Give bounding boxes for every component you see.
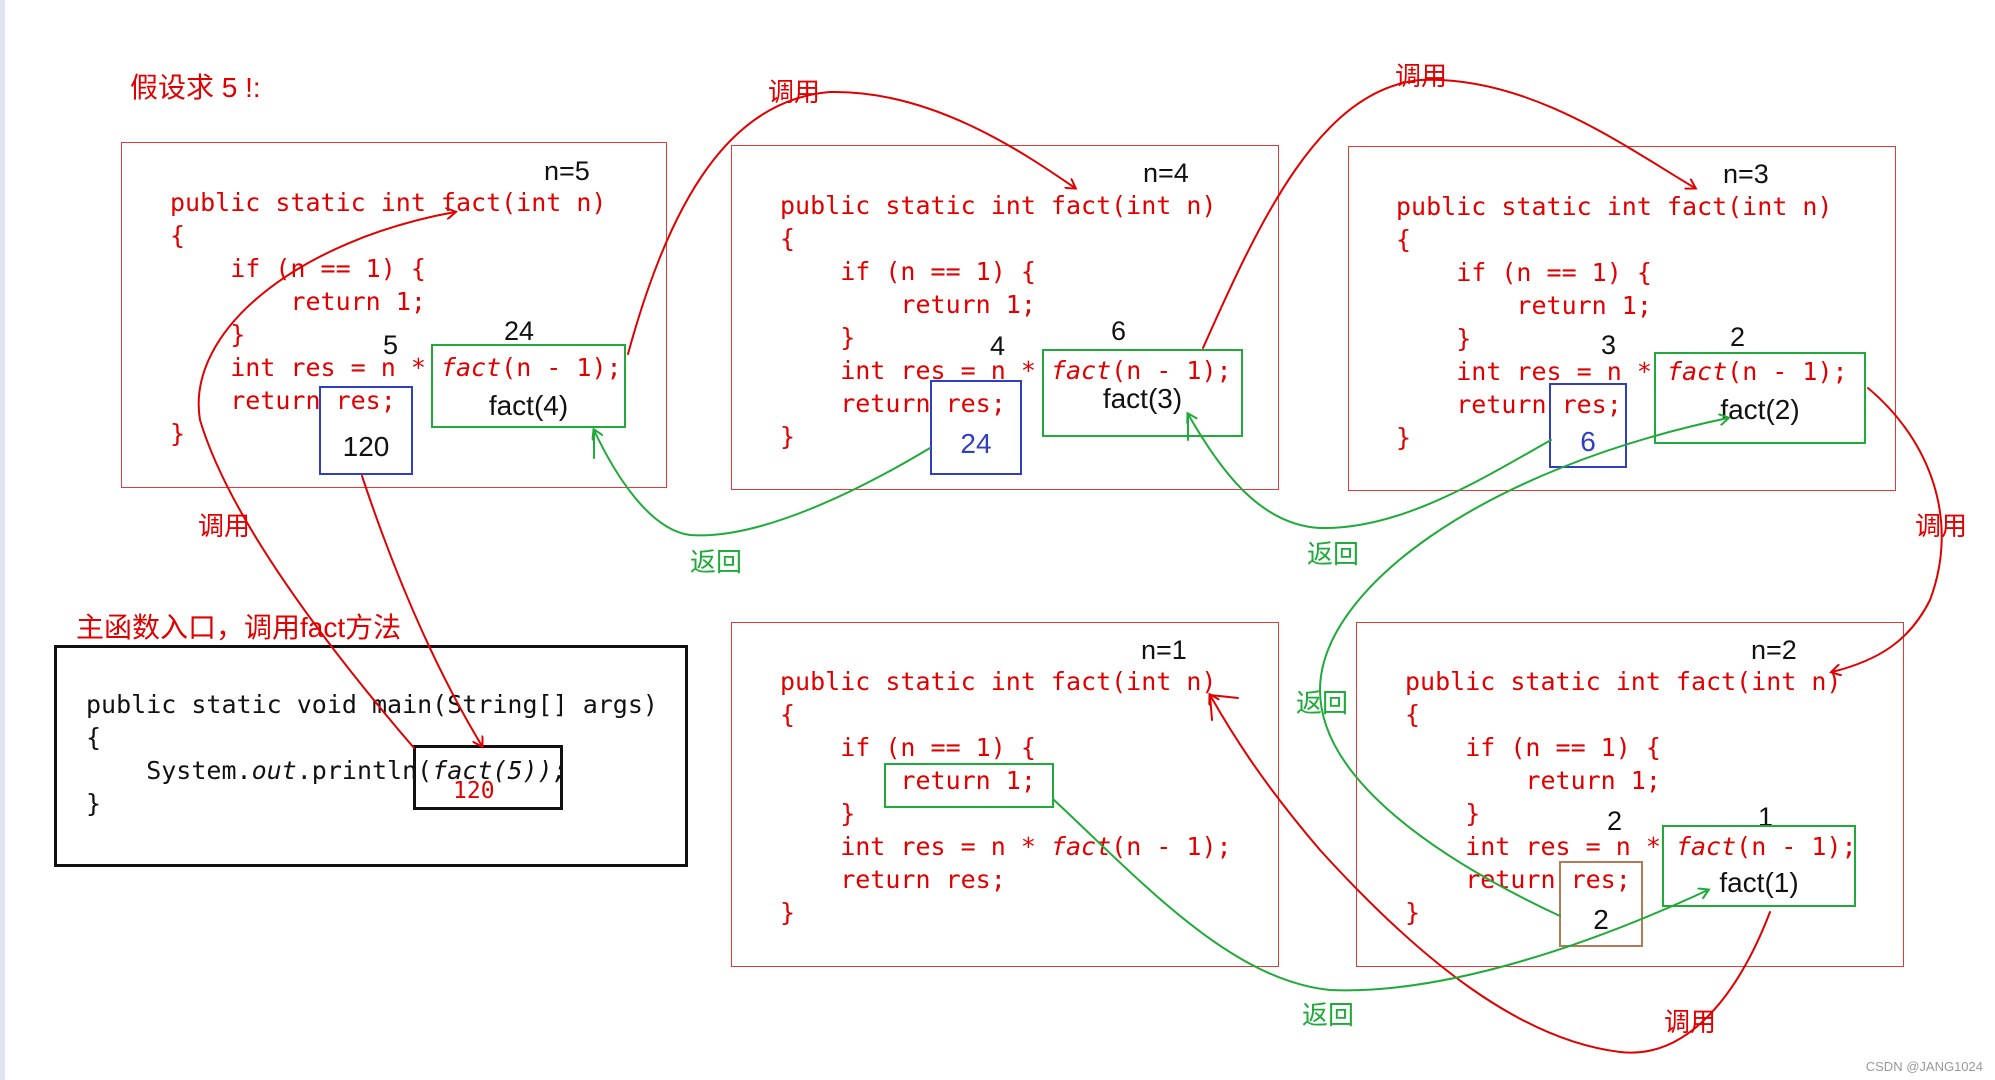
left-edge-strip [0, 0, 5, 1080]
main-result-value: 120 [453, 778, 495, 804]
n1-tick [1209, 694, 1213, 721]
call-arrow-n5-to-n4 [627, 90, 1075, 355]
frame-n4-box [731, 145, 1279, 490]
frame-n4-res-box: 24 [930, 380, 1022, 475]
frame-n2-res-box: 2 [1559, 861, 1643, 947]
main-code: public static void main(String[] args) {… [86, 690, 658, 818]
call-label-top-1: 调用 [768, 77, 821, 107]
frame-n4-code: public static int fact(int n) { if (n ==… [780, 191, 1232, 451]
frame-n1-label: n=1 [1141, 635, 1187, 665]
frame-n5-code: public static int fact(int n) { if (n ==… [170, 188, 622, 448]
return-arrow-n4-to-n5 [594, 430, 931, 537]
frame-n4-call-box: fact(3) [1042, 349, 1243, 437]
return-arrow-n3-to-n4 [1188, 414, 1552, 530]
frame-n2-box [1356, 622, 1904, 967]
frame-n2-call-value: 1 [1758, 802, 1774, 832]
frame-n3-label: n=3 [1723, 159, 1769, 189]
frame-n1-box [731, 622, 1279, 967]
call-arrow-main-to-n5 [197, 212, 455, 749]
frame-n4-call-value: 6 [1111, 316, 1127, 346]
frame-n5-box [121, 142, 667, 488]
frame-n1-return-box [884, 763, 1054, 808]
frame-n5-call-value: 24 [504, 316, 535, 346]
frame-n3-code: public static int fact(int n) { if (n ==… [1396, 192, 1848, 452]
return-label-4: 返回 [1302, 1000, 1355, 1030]
frame-n4-label: n=4 [1143, 158, 1189, 188]
return-arrow-n1-to-n2 [1053, 799, 1708, 992]
call-arrow-n2-to-n1 [1210, 695, 1771, 1054]
n1-tick-2 [1209, 694, 1239, 699]
frame-n2-param: 2 [1607, 806, 1623, 836]
entry-label: 主函数入口，调用fact方法 [76, 612, 402, 643]
return-label-1: 返回 [690, 547, 743, 577]
fact5-call-box [413, 745, 563, 810]
frame-n2-call-box: fact(1) [1662, 825, 1856, 907]
call-label-left: 调用 [198, 511, 251, 541]
call-arrow-n3-to-n2 [1832, 387, 1943, 672]
main-method-box [54, 645, 688, 867]
call-label-top-2: 调用 [1395, 61, 1448, 91]
frame-n3-res-box: 6 [1549, 383, 1627, 468]
frame-n3-call-value: 2 [1730, 322, 1746, 352]
frame-n3-param: 3 [1601, 330, 1617, 360]
frame-n5-call-box: fact(4) [431, 344, 626, 428]
frame-n3-box [1348, 146, 1896, 491]
frame-n4-param: 4 [990, 331, 1006, 361]
frame-n2-code: public static int fact(int n) { if (n ==… [1405, 667, 1857, 927]
frame-n5-res-box: 120 [319, 386, 413, 475]
diagram-title: 假设求 5 !: [130, 72, 261, 103]
frame-n5-label: n=5 [544, 156, 590, 186]
frame-n5-param: 5 [383, 330, 399, 360]
return-arrow-res120-to-main [361, 475, 482, 746]
watermark: CSDN @JANG1024 [1865, 1059, 1983, 1074]
return-arrow-n2-to-n3 [1318, 418, 1728, 917]
frame-n2-label: n=2 [1751, 635, 1797, 665]
call-arrow-n4-to-n3 [1202, 78, 1695, 349]
frame-n1-code: public static int fact(int n) { if (n ==… [780, 667, 1232, 927]
return-label-2: 返回 [1307, 539, 1360, 569]
frame-n3-call-box: fact(2) [1654, 352, 1866, 444]
